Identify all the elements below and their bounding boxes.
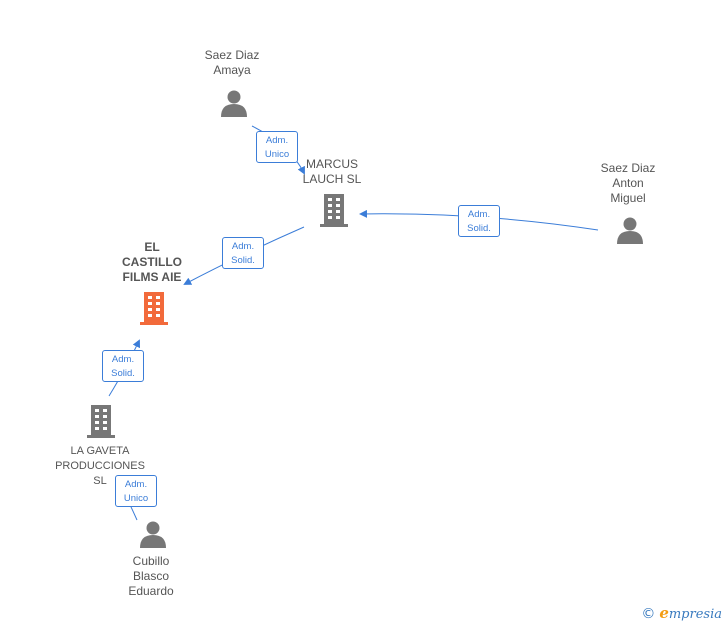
brand-initial: e <box>659 604 669 622</box>
empresia-logo[interactable]: ©empresia <box>641 604 722 622</box>
badge-role: Adm. <box>265 135 289 146</box>
node-label-line: Saez Diaz <box>600 161 656 175</box>
node-label-line: Eduardo <box>128 584 174 598</box>
badge-type: Solid. <box>231 255 255 266</box>
building-icon <box>87 405 115 438</box>
building-icon <box>140 292 168 325</box>
person-icon <box>221 90 247 117</box>
badge-role: Adm. <box>111 354 135 365</box>
edge-badge-cubillo-gaveta[interactable]: Adm. Unico <box>115 475 157 507</box>
node-cubillo-blasco-eduardo[interactable]: Cubillo Blasco Eduardo <box>112 554 190 599</box>
node-label-line: Miguel <box>610 191 646 205</box>
badge-type: Unico <box>123 493 149 504</box>
badge-type: Solid. <box>111 368 135 379</box>
brand-name: mpresia <box>668 607 722 622</box>
person-icon <box>617 217 643 244</box>
node-label-line: Anton <box>612 176 644 190</box>
node-label-line: FILMS AIE <box>122 270 182 284</box>
node-label-line: Saez Diaz <box>204 48 260 62</box>
node-label-line: PRODUCCIONES <box>55 460 145 472</box>
node-label-line: Amaya <box>213 63 251 77</box>
node-saez-diaz-amaya[interactable]: Saez Diaz Amaya <box>194 48 270 78</box>
node-la-gaveta-producciones-sl[interactable]: LA GAVETA PRODUCCIONES SL <box>44 444 156 489</box>
node-label-line: MARCUS <box>305 157 358 171</box>
badge-role: Adm. <box>467 209 491 220</box>
edge-badge-anton-marcus[interactable]: Adm. Solid. <box>458 205 500 237</box>
edge-badge-amaya-marcus[interactable]: Adm. Unico <box>256 131 298 163</box>
node-label-line: EL <box>144 240 160 254</box>
node-saez-diaz-anton-miguel[interactable]: Saez Diaz Anton Miguel <box>590 161 666 206</box>
node-label-line: Blasco <box>132 569 170 583</box>
node-label-line: SL <box>93 475 107 487</box>
node-label-line: LAUCH SL <box>302 172 362 186</box>
person-icon <box>140 521 166 548</box>
badge-type: Unico <box>264 149 290 160</box>
node-el-castillo-films-aie[interactable]: EL CASTILLO FILMS AIE <box>110 240 194 285</box>
badge-role: Adm. <box>124 479 148 490</box>
building-icon <box>320 194 348 227</box>
node-label-line: Cubillo <box>132 554 170 568</box>
edge-badge-marcus-castillo[interactable]: Adm. Solid. <box>222 237 264 269</box>
node-label-line: LA GAVETA <box>70 445 130 457</box>
copyright-icon: © <box>641 606 656 622</box>
badge-role: Adm. <box>231 241 255 252</box>
badge-type: Solid. <box>467 223 491 234</box>
node-marcus-lauch-sl[interactable]: MARCUS LAUCH SL <box>292 157 372 187</box>
edge-badge-gaveta-castillo[interactable]: Adm. Solid. <box>102 350 144 382</box>
node-label-line: CASTILLO <box>122 255 182 269</box>
